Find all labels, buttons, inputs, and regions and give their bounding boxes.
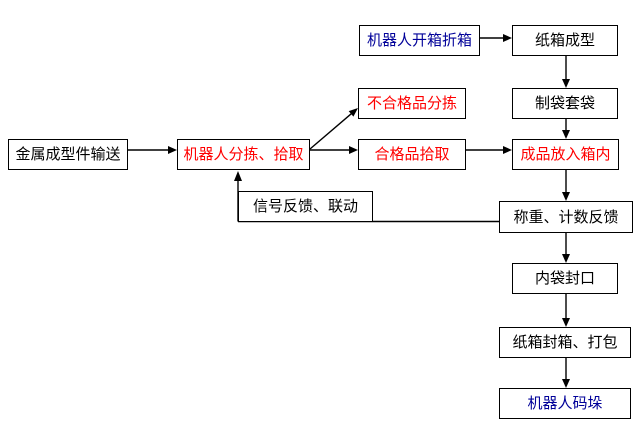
edge-accepted-to-intobox: [466, 146, 512, 154]
flow-node-signal-feedback-link: 信号反馈、联动: [238, 191, 373, 222]
flow-node-metal-infeed: 金属成型件输送: [8, 139, 128, 170]
flow-node-accepted-picking: 合格品拾取: [358, 139, 466, 170]
flow-node-weighing-counting: 称重、计数反馈: [499, 201, 633, 233]
flow-node-product-into-box: 成品放入箱内: [512, 139, 619, 170]
edge-forming-to-bagmaking: [562, 56, 570, 88]
edge-metal-to-sorting: [128, 146, 177, 154]
edge-sealing-to-palletizing: [562, 358, 570, 388]
edge-intobox-to-weighing: [562, 170, 570, 201]
flow-node-robot-sorting-picking: 机器人分拣、拾取: [177, 139, 310, 170]
flow-node-inner-bag-sealing: 内袋封口: [512, 263, 618, 294]
edge-bagmaking-to-intobox: [562, 119, 570, 139]
flow-node-carton-sealing-packing: 纸箱封箱、打包: [499, 327, 631, 358]
edge-opening-to-forming: [480, 34, 512, 42]
flow-node-bag-making-bagging: 制袋套袋: [512, 88, 618, 119]
flow-node-robot-carton-opening: 机器人开箱折箱: [359, 25, 480, 56]
edge-weighing-to-innerbag: [562, 233, 570, 263]
edge-sorting-to-accepted: [310, 146, 358, 154]
flow-node-carton-forming: 纸箱成型: [512, 25, 618, 56]
edge-innerbag-to-sealing: [562, 294, 570, 327]
flow-node-robot-palletizing: 机器人码垛: [499, 388, 631, 419]
edge-sorting-to-reject: [309, 108, 358, 150]
flow-node-reject-sorting: 不合格品分拣: [358, 88, 466, 119]
